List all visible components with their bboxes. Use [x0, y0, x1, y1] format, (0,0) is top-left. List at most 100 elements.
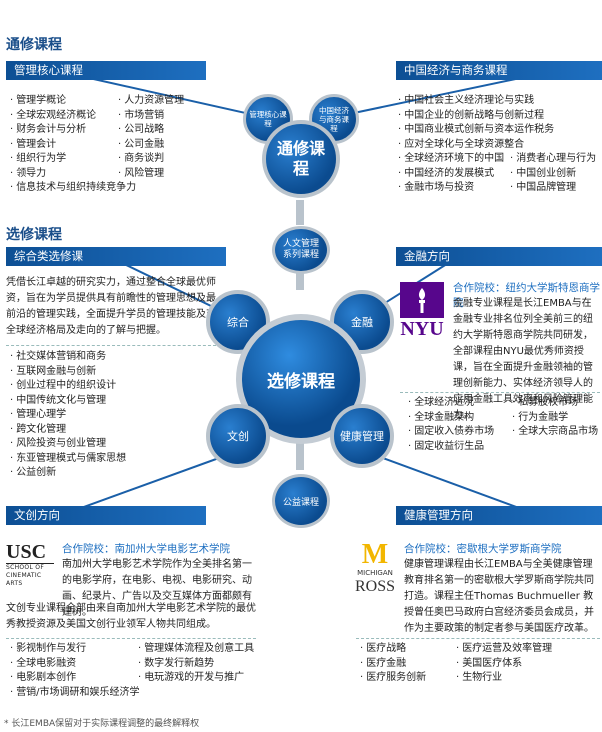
china-econ-list-left: 中国社会主义经济理论与实践 中国企业的创新战略与创新过程 中国商业模式创新与资本…	[398, 94, 554, 196]
band-china-econ: 中国经济与商务课程	[396, 61, 602, 80]
list-item: 市场营销	[118, 109, 184, 124]
list-item: 全球宏观经济概论	[10, 109, 136, 124]
band-general: 综合类选修课	[6, 247, 226, 266]
health-list-left: 医疗战略 医疗金融 医疗服务创新	[360, 642, 426, 686]
usc-wordmark: USC	[6, 541, 54, 564]
list-item: 行为金融学	[512, 411, 598, 426]
list-item: 固定收益衍生品	[408, 440, 494, 455]
list-item: 营销/市场调研和娱乐经济学	[10, 686, 139, 701]
michigan-ross-logo: M MICHIGAN ROSS	[352, 541, 398, 599]
culture-list-right: 管理媒体流程及创意工具 数字发行新趋势 电玩游戏的开发与推广	[138, 642, 254, 686]
list-item: 电影剧本创作	[10, 671, 140, 686]
health-description: 健康管理课程由长江EMBA与全美健康管理教育排名第一的密歇根大学罗斯商学院共同打…	[404, 559, 594, 634]
michigan-wordmark: MICHIGAN	[357, 569, 393, 577]
list-item: 金融市场与投资	[398, 181, 554, 196]
list-item: 医疗运营及效率管理	[456, 642, 552, 657]
nyu-wordmark: NYU	[400, 318, 444, 340]
culture-description-2: 文创专业课程全部由来自南加州大学电影艺术学院的最优秀教授资源及美国文创行业领军人…	[6, 603, 256, 630]
health-list-right: 医疗运营及效率管理 美国医疗体系 生物行业	[456, 642, 552, 686]
list-item: 电玩游戏的开发与推广	[138, 671, 254, 686]
list-item: 中国创业创新	[510, 167, 596, 182]
list-item: 互联网金融与创新	[10, 365, 126, 380]
circle-hr-series: 人文管理系列课程	[272, 226, 330, 274]
general-description: 凭借长江卓越的研究实力，通过整合全球最优师资，旨在为学员提供具有前瞻性的管理思想…	[6, 277, 216, 336]
list-item: 信息技术与组织持续竞争力	[10, 181, 136, 196]
ross-wordmark: ROSS	[354, 578, 396, 595]
list-item: 全球经济近况	[408, 396, 494, 411]
list-item: 全球电影融资	[10, 657, 140, 672]
list-item: 应对全球化与全球资源整合	[398, 138, 554, 153]
band-culture: 文创方向	[6, 506, 206, 525]
list-item: 中国商业模式创新与资本运作税务	[398, 123, 554, 138]
list-item: 生物行业	[456, 671, 552, 686]
finance-list-right: 私募股权市场 行为金融学 全球大宗商品市场	[512, 396, 598, 440]
mgmt-core-list-left: 管理学概论 全球宏观经济概论 财务会计与分析 管理会计 组织行为学 领导力 信息…	[10, 94, 136, 196]
list-item: 中国社会主义经济理论与实践	[398, 94, 554, 109]
list-item: 私募股权市场	[512, 396, 598, 411]
china-econ-list-right: 消费者心理与行为 中国创业创新 中国品牌管理	[510, 152, 596, 196]
band-finance: 金融方向	[396, 247, 602, 266]
elective-heading: 选修课程	[6, 227, 62, 243]
health-partner: 合作院校：密歇根大学罗斯商学院	[404, 543, 562, 555]
list-item: 中国传统文化与管理	[10, 394, 126, 409]
list-item: 公司金融	[118, 138, 184, 153]
band-health: 健康管理方向	[396, 506, 602, 525]
band-mgmt-core: 管理核心课程	[6, 61, 206, 80]
list-item: 美国医疗体系	[456, 657, 552, 672]
list-item: 管理学概论	[10, 94, 136, 109]
circle-public-welfare: 公益课程	[272, 474, 330, 528]
finance-partner: 合作院校：纽约大学斯特恩商学院	[453, 282, 600, 309]
torch-icon	[400, 282, 444, 318]
circle-china-econ: 中国经济与商务课程	[309, 94, 359, 144]
mgmt-core-list-right: 人力资源管理 市场营销 公司战略 公司金融 商务谈判 风险管理	[118, 94, 184, 181]
list-item: 风险投资与创业管理	[10, 437, 126, 452]
list-item: 全球金融架构	[408, 411, 494, 426]
list-item: 社交媒体营销和商务	[10, 350, 126, 365]
list-item: 公益创新	[10, 466, 126, 481]
circle-mgmt-core: 管理核心课程	[243, 94, 293, 144]
general-list: 社交媒体营销和商务 互联网金融与创新 创业过程中的组织设计 中国传统文化与管理 …	[10, 350, 126, 481]
divider	[6, 638, 256, 639]
block-m-icon: M	[361, 539, 389, 570]
list-item: 全球大宗商品市场	[512, 425, 598, 440]
list-item: 全球经济环境下的中国	[398, 152, 554, 167]
list-item: 组织行为学	[10, 152, 136, 167]
culture-partner: 合作院校：南加州大学电影艺术学院	[62, 543, 230, 555]
list-item: 公司战略	[118, 123, 184, 138]
list-item: 消费者心理与行为	[510, 152, 596, 167]
list-item: 管理媒体流程及创意工具	[138, 642, 254, 657]
list-item: 人力资源管理	[118, 94, 184, 109]
list-item: 管理会计	[10, 138, 136, 153]
divider	[6, 345, 216, 346]
list-item: 影视制作与发行	[10, 642, 140, 657]
culture-list-left: 影视制作与发行 全球电影融资 电影剧本创作 营销/市场调研和娱乐经济学	[10, 642, 140, 701]
list-item: 跨文化管理	[10, 423, 126, 438]
list-item: 管理心理学	[10, 408, 126, 423]
list-item: 中国品牌管理	[510, 181, 596, 196]
circle-health: 健康管理	[330, 404, 394, 468]
usc-logo: USC SCHOOL OF CINEMATIC ARTS	[6, 541, 54, 593]
finance-list-left: 全球经济近况 全球金融架构 固定收入债券市场 固定收益衍生品	[408, 396, 494, 454]
list-item: 东亚管理模式与儒家思想	[10, 452, 126, 467]
list-item: 数字发行新趋势	[138, 657, 254, 672]
list-item: 领导力	[10, 167, 136, 182]
divider	[400, 392, 600, 393]
list-item: 中国经济的发展模式	[398, 167, 554, 182]
usc-subtitle: SCHOOL OF CINEMATIC ARTS	[6, 564, 45, 587]
list-item: 医疗服务创新	[360, 671, 426, 686]
list-item: 医疗战略	[360, 642, 426, 657]
list-item: 财务会计与分析	[10, 123, 136, 138]
list-item: 固定收入债券市场	[408, 425, 494, 440]
core-heading: 通修课程	[6, 37, 62, 53]
list-item: 创业过程中的组织设计	[10, 379, 126, 394]
list-item: 商务谈判	[118, 152, 184, 167]
list-item: 中国企业的创新战略与创新过程	[398, 109, 554, 124]
culture-description: 南加州大学电影艺术学院作为全美排名第一的电影学府，在电影、电视、电影研究、动画、…	[62, 559, 252, 618]
nyu-logo: NYU	[400, 282, 444, 340]
circle-culture: 文创	[206, 404, 270, 468]
list-item: 风险管理	[118, 167, 184, 182]
circle-core: 通修课程	[262, 120, 340, 198]
list-item: 医疗金融	[360, 657, 426, 672]
footnote: * 长江EMBA保留对于实际课程调整的最终解释权	[4, 719, 200, 729]
